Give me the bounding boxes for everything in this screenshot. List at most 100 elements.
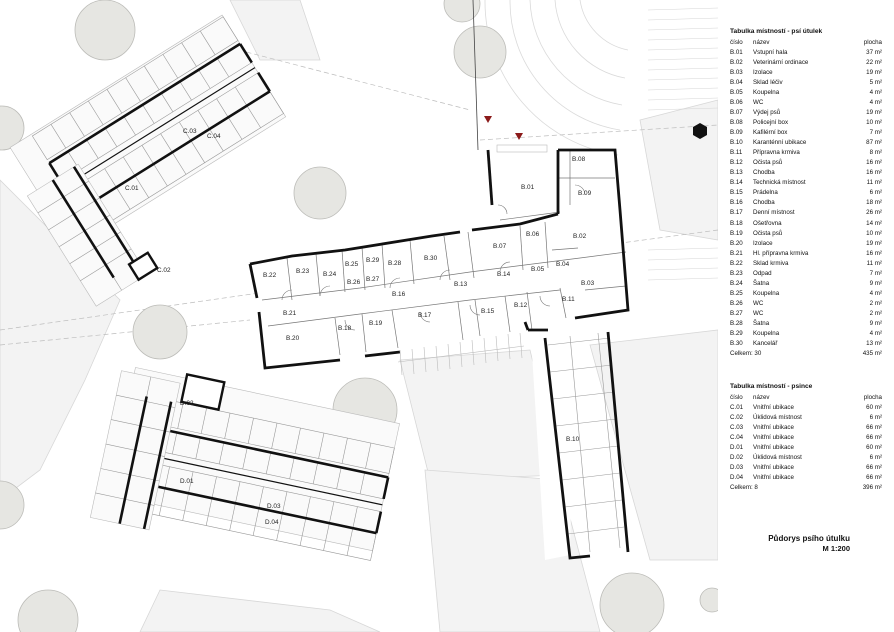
cell-number: B.18: [730, 219, 743, 227]
cell-name: Izolace: [753, 69, 773, 77]
cell-name: Vnitřní ubikace: [753, 444, 794, 452]
label-b11: B.11: [562, 296, 575, 303]
cell-number: B.08: [730, 119, 743, 127]
cell-number: B.04: [730, 79, 743, 87]
label-d03: D.03: [267, 503, 281, 510]
label-b19: B.19: [369, 320, 383, 327]
cell-area: 8 m²: [869, 149, 882, 157]
cell-number: B.05: [730, 89, 743, 97]
cell-area: 10 m²: [866, 229, 882, 237]
cell-area: 4 m²: [869, 289, 882, 297]
label-b20: B.20: [286, 335, 300, 342]
cell-number: C.04: [730, 434, 744, 442]
cell-area: 16 m²: [866, 159, 882, 167]
label-b16: B.16: [392, 291, 406, 298]
hatched-paving: [647, 7, 719, 281]
label-b26: B.26: [347, 279, 361, 286]
label-b24: B.24: [323, 271, 337, 278]
cell-name: Sklad léčiv: [753, 79, 783, 87]
cell-area: 13 m²: [866, 339, 882, 347]
header-name: název: [753, 39, 770, 46]
cell-area: 7 m²: [869, 129, 882, 137]
canopy: [496, 144, 548, 153]
plan-scale: M 1:200: [822, 544, 850, 553]
label-b21: B.21: [283, 310, 297, 317]
cell-area: 14 m²: [866, 219, 882, 227]
label-b08: B.08: [572, 156, 586, 163]
cell-area: 60 m²: [866, 444, 882, 452]
cell-number: C.01: [730, 404, 744, 411]
cell-name: Policejní box: [753, 119, 789, 127]
cell-number: D.02: [730, 454, 744, 462]
cell-name: Odpad: [753, 269, 772, 277]
cell-number: B.10: [730, 139, 743, 147]
cell-area: 66 m²: [866, 474, 882, 482]
label-b17: B.17: [418, 312, 432, 319]
cell-area: 4 m²: [869, 329, 882, 337]
label-d02: D.02: [180, 400, 194, 407]
label-d04: D.04: [265, 519, 279, 526]
cell-name: Vnitřní ubikace: [753, 474, 794, 482]
cell-name: Vstupní hala: [753, 49, 788, 56]
table-row: B.30 Kancelář 13 m²: [730, 339, 882, 349]
label-b05: B.05: [531, 266, 545, 273]
cell-name: Izolace: [753, 239, 773, 247]
cell-name: Kancelář: [753, 339, 778, 347]
table-row: B.03 Izolace 19 m²: [730, 68, 882, 78]
cell-number: B.30: [730, 339, 743, 347]
label-b12: B.12: [514, 302, 528, 309]
building-d-wing: [89, 370, 226, 531]
label-c01: C.01: [125, 185, 139, 192]
cell-number: B.11: [730, 149, 743, 157]
cell-number: B.15: [730, 189, 743, 197]
label-b29: B.29: [366, 257, 380, 264]
label-c04: C.04: [207, 133, 221, 140]
cell-number: B.03: [730, 69, 743, 77]
cell-area: 19 m²: [866, 69, 882, 77]
building-c-wing: [26, 163, 159, 307]
cell-name: Očista psů: [753, 229, 783, 237]
cell-area: 18 m²: [866, 199, 882, 207]
cell-area: 16 m²: [866, 169, 882, 177]
cell-number: B.23: [730, 269, 743, 277]
total-label: Celkem: 30: [730, 349, 762, 357]
label-b10: B.10: [566, 436, 580, 443]
label-b18: B.18: [338, 325, 352, 332]
cell-number: B.02: [730, 59, 743, 67]
cell-area: 87 m²: [866, 139, 882, 147]
cell-name: WC: [753, 309, 764, 317]
cell-number: B.22: [730, 259, 743, 267]
cell-name: Prádelna: [753, 189, 778, 197]
label-b03: B.03: [581, 280, 595, 287]
header-number: číslo: [730, 39, 743, 46]
cell-name: Koupelna: [753, 329, 780, 337]
cell-area: 19 m²: [866, 109, 882, 117]
label-b04: B.04: [556, 261, 570, 268]
